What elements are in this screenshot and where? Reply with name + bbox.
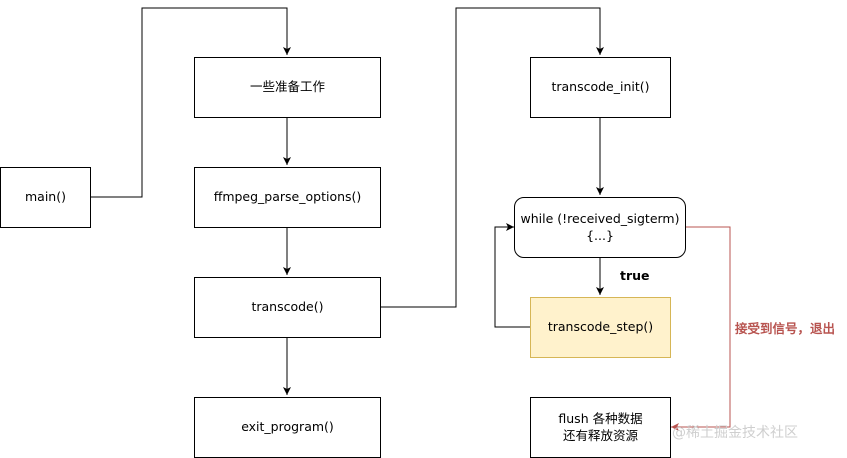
node-main: main() — [0, 167, 91, 228]
node-parse-options: ffmpeg_parse_options() — [194, 167, 381, 228]
node-transcode-init: transcode_init() — [530, 57, 671, 118]
node-transcode-step-label: transcode_step() — [547, 319, 654, 335]
node-exit-program: exit_program() — [194, 397, 381, 458]
node-flush: flush 各种数据 还有释放资源 — [530, 397, 671, 458]
node-flush-line1: flush 各种数据 — [558, 410, 643, 426]
watermark: @稀土掘金技术社区 — [672, 425, 798, 441]
edge-label-signal-exit: 接受到信号，退出 — [735, 321, 836, 336]
node-prep: 一些准备工作 — [194, 57, 381, 118]
node-flush-line2: 还有释放资源 — [562, 427, 638, 443]
edge-label-true: true — [620, 268, 650, 283]
node-parse-options-label: ffmpeg_parse_options() — [213, 189, 362, 205]
node-while-loop: while (!received_sigterm) {...} — [514, 197, 686, 258]
node-prep-label: 一些准备工作 — [249, 79, 325, 95]
node-transcode-label: transcode() — [251, 299, 324, 315]
node-transcode: transcode() — [194, 277, 381, 338]
edge-step-loop-back — [494, 223, 530, 328]
edge-transcode-to-init — [381, 7, 604, 308]
node-exit-program-label: exit_program() — [241, 419, 334, 435]
node-while-line1: while (!received_sigterm) — [520, 210, 680, 226]
node-transcode-init-label: transcode_init() — [551, 79, 650, 95]
node-main-label: main() — [25, 189, 66, 205]
node-while-line2: {...} — [586, 227, 614, 243]
node-transcode-step: transcode_step() — [530, 297, 671, 358]
edge-signal-exit — [671, 226, 731, 431]
edge-main-to-prep — [90, 7, 291, 198]
